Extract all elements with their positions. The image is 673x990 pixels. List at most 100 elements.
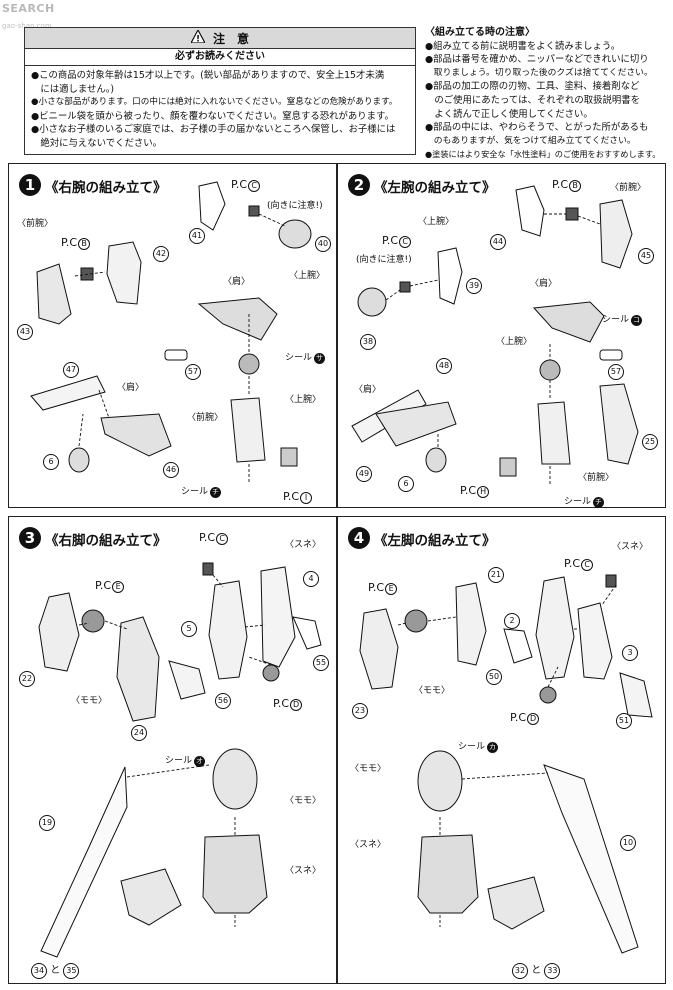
caution-line: ●ビニール袋を頭から被ったり、顔を覆わないでください。窒息する恐れがあります。 xyxy=(31,110,394,122)
label-shoulder: 〈肩〉 xyxy=(223,277,251,287)
part-number: 43 xyxy=(17,324,33,340)
notes-line: ●組み立てる前に説明書をよく読みましょう。 xyxy=(425,40,621,52)
label-shin: 〈スネ〉 xyxy=(612,542,649,552)
seal-label-2: シールチ xyxy=(181,487,222,498)
caution-line: ●小さな部品があります。口の中には絶対に入れないでください。窒息などの危険があり… xyxy=(31,97,398,107)
step-4-parts-drawing xyxy=(359,574,653,954)
label-upper-arm: 〈上腕〉 xyxy=(418,217,455,227)
part-number: 57 xyxy=(608,364,624,380)
label-forearm-2: 〈前腕〉 xyxy=(578,473,615,483)
label-forearm: 〈前腕〉 xyxy=(17,219,54,229)
part-number: 5 xyxy=(181,621,197,637)
warning-icon: ! xyxy=(189,28,206,46)
caution-line: ●この商品の対象年齢は15才以上です。(鋭い部品がありますので、安全上15才未満 xyxy=(31,70,385,81)
step-1-parts-drawing xyxy=(30,181,312,482)
step-4-title: 《左脚の組み立て》 xyxy=(374,533,496,549)
label-upper-arm-2: 〈上腕〉 xyxy=(496,337,533,347)
watermark-logo: SEARCH xyxy=(2,2,55,15)
seal-label: シールオ xyxy=(165,756,206,767)
part-number: 51 xyxy=(616,713,632,729)
part-number: 55 xyxy=(313,655,329,671)
label-forearm: 〈前腕〉 xyxy=(610,183,647,193)
part-number: 48 xyxy=(436,358,452,374)
label-thigh-2: 〈モモ〉 xyxy=(285,796,322,806)
label-upper-arm: 〈上腕〉 xyxy=(289,271,326,281)
seal-label-2: シールチ xyxy=(564,497,605,508)
watermark-url: gao-shan.com xyxy=(2,22,52,30)
part-number: 25 xyxy=(642,434,658,450)
label-shoulder: 〈肩〉 xyxy=(530,279,558,289)
label-shin-2: 〈スネ〉 xyxy=(350,840,387,850)
notes-line: ●部品は番号を確かめ、ニッパーなどできれいに切り xyxy=(425,54,649,66)
label-forearm-2: 〈前腕〉 xyxy=(187,413,224,423)
label-caution-direction: (向きに注意!) xyxy=(356,255,412,265)
notes-line: ●塗装にはより安全な「水性塗料」のご使用をおすすめします。 xyxy=(425,149,661,160)
part-number: 4 xyxy=(303,571,319,587)
part-number: 24 xyxy=(131,725,147,741)
part-number: 39 xyxy=(466,278,482,294)
label-shin-2: 〈スネ〉 xyxy=(285,866,322,876)
step-1-number: 1 xyxy=(19,174,41,196)
part-number: 2 xyxy=(504,613,520,629)
caution-line: 絶対に与えないでください。 xyxy=(31,137,162,149)
part-number: 46 xyxy=(163,462,179,478)
caution-body: ●この商品の対象年齢は15才以上です。(鋭い部品がありますので、安全上15才未満… xyxy=(25,66,415,153)
label-upper-arm-2: 〈上腕〉 xyxy=(285,395,322,405)
label-caution-direction: (向きに注意!) xyxy=(267,201,323,211)
label-shin: 〈スネ〉 xyxy=(285,540,322,550)
part-number: 57 xyxy=(185,364,201,380)
svg-text:!: ! xyxy=(196,35,200,44)
part-number: 40 xyxy=(315,236,331,252)
caution-subtitle: 必ずお読みください xyxy=(25,49,415,66)
notes-line: よく読んで正しく使用してください。 xyxy=(425,108,593,120)
part-number: 47 xyxy=(63,362,79,378)
label-thigh: 〈モモ〉 xyxy=(71,696,108,706)
caution-title: 注 意 xyxy=(212,31,249,46)
part-number: 6 xyxy=(398,476,414,492)
caution-box: ! 注 意 必ずお読みください ●この商品の対象年齢は15才以上です。(鋭い部品… xyxy=(24,27,416,155)
part-pair-label: 32 と 33 xyxy=(512,961,561,979)
step-2-title: 《左腕の組み立て》 xyxy=(374,180,496,196)
notes-title: 〈組み立てる時の注意〉 xyxy=(425,27,535,38)
part-number: 45 xyxy=(638,248,654,264)
caution-line: ●小さなお子様のいるご家庭では、お子様の手の届かないところへ保管し、お子様には xyxy=(31,124,396,135)
caution-header: ! 注 意 xyxy=(25,28,415,49)
part-number: 50 xyxy=(486,669,502,685)
seal-label: シールコ xyxy=(602,315,643,326)
step-2-number: 2 xyxy=(348,174,370,196)
step-3-parts-drawing xyxy=(38,562,322,958)
step-2-parts-drawing xyxy=(351,185,639,484)
part-number: 56 xyxy=(215,693,231,709)
label-thigh-2: 〈モモ〉 xyxy=(350,764,387,774)
part-number: 49 xyxy=(356,466,372,482)
part-number: 38 xyxy=(360,334,376,350)
step-3-title: 《右脚の組み立て》 xyxy=(45,533,167,549)
part-number: 3 xyxy=(622,645,638,661)
part-number: 10 xyxy=(620,835,636,851)
label-shoulder-2: 〈肩〉 xyxy=(117,383,145,393)
label-thigh: 〈モモ〉 xyxy=(414,686,451,696)
assembly-notes: 〈組み立てる時の注意〉 ●組み立てる前に説明書をよく読みましょう。 ●部品は番号… xyxy=(425,26,667,162)
step-1-title: 《右腕の組み立て》 xyxy=(45,180,167,196)
step-4-number: 4 xyxy=(348,527,370,549)
caution-line: には適しません。) xyxy=(31,83,115,95)
part-pair-label: 34 と 35 xyxy=(31,961,80,979)
notes-line: ●部品の中には、やわらそうで、とがった所があるも xyxy=(425,122,649,134)
notes-line: ●部品の加工の際の刃物、工具、塗料、接着剤など xyxy=(425,81,640,93)
part-number: 19 xyxy=(39,815,55,831)
part-number: 6 xyxy=(43,454,59,470)
